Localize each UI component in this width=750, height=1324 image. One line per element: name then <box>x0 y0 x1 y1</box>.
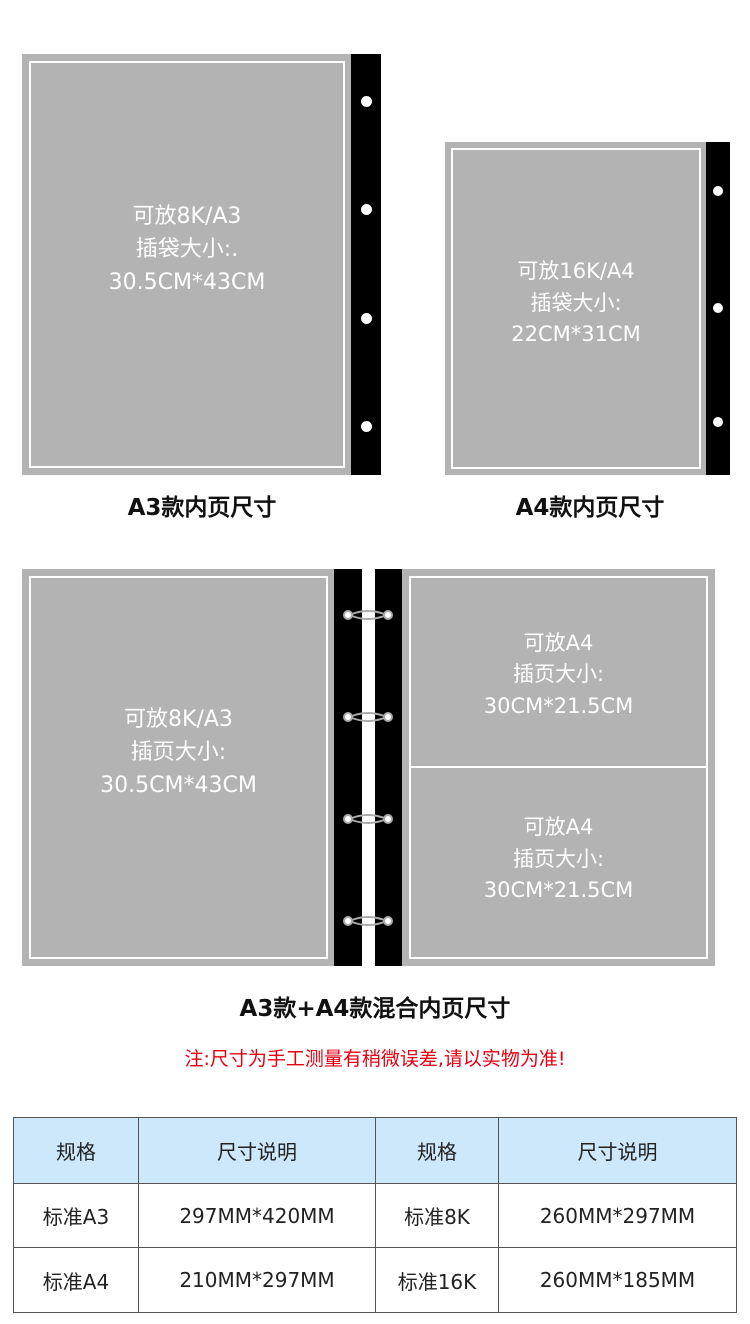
spec-cell: 260MM*297MM <box>498 1182 737 1249</box>
mixed-left-sheet: 可放8K/A3 插页大小: 30.5CM*43CM <box>22 569 335 966</box>
mixed-a4-bottom-size-value: 30CM*21.5CM <box>483 878 634 903</box>
mixed-a3-size-label: 插页大小: <box>130 740 227 765</box>
mixed-a4-bottom-pocket: 可放A4 插页大小: 30CM*21.5CM <box>411 768 706 957</box>
binding-ring <box>343 916 393 926</box>
mixed-a4-top-pocket: 可放A4 插页大小: 30CM*21.5CM <box>411 578 706 768</box>
binding-ring <box>343 712 393 722</box>
spec-header-cell: 规格 <box>13 1117 139 1184</box>
spec-table: 规格 尺寸说明 规格 尺寸说明 标准A3 297MM*420MM 标准8K 26… <box>13 1117 737 1313</box>
mixed-right-binding-strip <box>375 569 403 966</box>
a3-pocket-size-value: 30.5CM*43CM <box>108 270 266 295</box>
a4-fit-label: 可放16K/A4 <box>517 259 635 284</box>
binding-rings <box>343 610 393 926</box>
a4-pocket: 可放16K/A4 插袋大小: 22CM*31CM <box>451 148 701 469</box>
mixed-a4-bottom-fit-label: 可放A4 <box>523 815 594 840</box>
a3-binding-strip <box>351 54 381 475</box>
mixed-a4-top-fit-label: 可放A4 <box>523 630 594 655</box>
spec-table-header-row: 规格 尺寸说明 规格 尺寸说明 <box>13 1117 737 1184</box>
a3-caption: A3款内页尺寸 <box>127 495 277 521</box>
a3-pocket-size-label: 插袋大小:. <box>135 237 239 262</box>
mixed-left-binding-strip <box>334 569 362 966</box>
table-row: 标准A3 297MM*420MM 标准8K 260MM*297MM <box>13 1182 737 1249</box>
mixed-a3-fit-label: 可放8K/A3 <box>124 707 233 732</box>
binding-ring <box>343 610 393 620</box>
a4-binding-strip <box>706 142 730 475</box>
binding-hole <box>361 313 372 324</box>
mixed-a4-bottom-size-label: 插页大小: <box>512 846 605 871</box>
binding-hole <box>713 186 723 196</box>
a4-pocket-size-label: 插袋大小: <box>530 290 622 315</box>
spec-cell: 260MM*185MM <box>498 1247 737 1313</box>
mixed-a4-top-size-value: 30CM*21.5CM <box>483 693 634 718</box>
a3-page-diagram: 可放8K/A3 插袋大小:. 30.5CM*43CM <box>22 54 352 475</box>
spec-cell: 标准16K <box>375 1247 499 1313</box>
mixed-right-sheet: 可放A4 插页大小: 30CM*21.5CM 可放A4 插页大小: 30CM*2… <box>402 569 715 966</box>
spec-header-cell: 尺寸说明 <box>138 1117 376 1184</box>
mixed-a3-size-value: 30.5CM*43CM <box>100 773 257 798</box>
binding-hole <box>361 421 372 432</box>
mixed-a4-pockets: 可放A4 插页大小: 30CM*21.5CM 可放A4 插页大小: 30CM*2… <box>409 576 708 959</box>
spec-cell: 标准A3 <box>13 1182 139 1249</box>
a3-fit-label: 可放8K/A3 <box>132 204 242 229</box>
a4-page-diagram: 可放16K/A4 插袋大小: 22CM*31CM <box>445 142 707 475</box>
a4-caption: A4款内页尺寸 <box>515 495 665 521</box>
binding-hole <box>361 204 372 215</box>
spec-header-cell: 尺寸说明 <box>498 1117 737 1184</box>
a3-pocket: 可放8K/A3 插袋大小:. 30.5CM*43CM <box>29 61 345 468</box>
a4-pocket-size-value: 22CM*31CM <box>511 322 641 347</box>
mixed-a3-pocket: 可放8K/A3 插页大小: 30.5CM*43CM <box>29 576 328 959</box>
binding-hole <box>713 303 723 313</box>
mixed-a4-top-size-label: 插页大小: <box>512 662 605 687</box>
binding-hole <box>713 417 723 427</box>
table-row: 标准A4 210MM*297MM 标准16K 260MM*185MM <box>13 1247 737 1313</box>
binding-ring <box>343 814 393 824</box>
binding-hole <box>361 96 372 107</box>
spec-header-cell: 规格 <box>375 1117 499 1184</box>
spec-cell: 标准A4 <box>13 1247 139 1313</box>
spec-cell: 210MM*297MM <box>138 1247 376 1313</box>
spec-cell: 297MM*420MM <box>138 1182 376 1249</box>
measurement-note: 注:尺寸为手工测量有稍微误差,请以实物为准! <box>184 1048 566 1070</box>
spec-cell: 标准8K <box>375 1182 499 1249</box>
mixed-caption: A3款+A4款混合内页尺寸 <box>239 996 511 1022</box>
